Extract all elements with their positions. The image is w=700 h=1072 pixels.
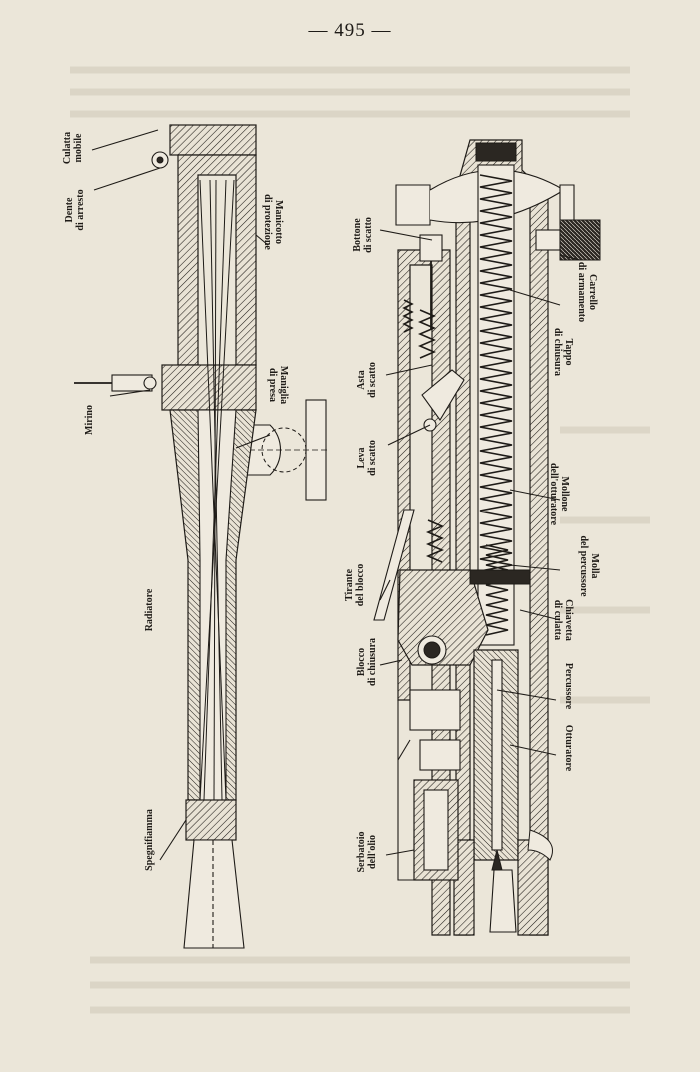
svg-text:di scatto: di scatto: [363, 217, 374, 253]
label-chiavetta-di-culatta: Chiavetta di culatta: [552, 599, 574, 641]
muzzle-collar: [185, 799, 237, 841]
svg-text:del blocco: del blocco: [355, 564, 366, 607]
leva-di-scatto: [421, 369, 465, 421]
page-number: — 495 —: [308, 20, 392, 41]
label-tappo-di-chiusura: Tappo di chiusura: [552, 328, 574, 376]
svg-text:di presa: di presa: [267, 368, 278, 402]
manicotto-di-protezione: [177, 154, 257, 366]
svg-text:Chiavetta: Chiavetta: [563, 599, 574, 641]
label-carrello-di-armamento: Carrello di armamento: [576, 262, 598, 322]
rear-grip-right: [559, 184, 575, 226]
svg-text:Spegnifiamma: Spegnifiamma: [144, 809, 155, 871]
barrel-assembly: [74, 124, 330, 949]
svg-text:di chiusura: di chiusura: [552, 328, 563, 376]
label-radiatore: Radiatore: [144, 588, 155, 631]
svg-text:Asta: Asta: [356, 370, 367, 389]
svg-text:Maniglia: Maniglia: [278, 366, 289, 404]
label-bottone-di-scatto: Bottone di scatto: [352, 217, 374, 253]
mollone-dell-otturatore: [479, 174, 513, 584]
svg-text:di chiusura: di chiusura: [367, 638, 378, 686]
svg-text:mobile: mobile: [73, 133, 84, 162]
svg-text:Leva: Leva: [356, 447, 367, 468]
label-maniglia-di-presa: Maniglia di presa: [267, 366, 289, 404]
label-spegnifiamma: Spegnifiamma: [144, 809, 155, 871]
svg-text:di culatta: di culatta: [552, 600, 563, 640]
label-percussore: Percussore: [563, 663, 574, 710]
svg-text:dell'otturatore: dell'otturatore: [548, 463, 559, 526]
svg-text:di scatto: di scatto: [367, 362, 378, 398]
svg-text:di armamento: di armamento: [576, 262, 587, 322]
label-manicotto-di-protezione: Manicotto di protezione: [262, 194, 284, 250]
cartridge-chamber: [489, 869, 517, 933]
svg-text:Radiatore: Radiatore: [144, 588, 155, 631]
tappo-di-chiusura: [475, 142, 517, 162]
svg-text:Manicotto: Manicotto: [273, 200, 284, 244]
oil-chamber: [409, 689, 461, 731]
svg-text:Mollone: Mollone: [559, 477, 570, 513]
svg-text:Blocco: Blocco: [356, 648, 367, 676]
label-leva-di-scatto: Leva di scatto: [356, 440, 378, 476]
svg-text:Otturatore: Otturatore: [563, 725, 574, 772]
label-blocco-di-chiusura: Blocco di chiusura: [356, 638, 378, 686]
asta-di-scatto: [417, 309, 437, 359]
bottone-di-scatto: [419, 234, 443, 262]
svg-text:Culatta: Culatta: [62, 132, 73, 164]
svg-text:Tirante: Tirante: [344, 568, 355, 601]
label-serbatoio-dell-olio: Serbatoio dell'olio: [356, 831, 378, 872]
label-molla-del-percussore: Molla del percussore: [578, 535, 600, 597]
label-mirino: Mirino: [84, 405, 95, 435]
chiavetta-di-culatta: [469, 569, 531, 585]
culatta-mobile: [169, 124, 257, 156]
svg-text:Mirino: Mirino: [84, 405, 95, 435]
svg-text:Molla: Molla: [589, 554, 600, 579]
svg-text:Carrello: Carrello: [587, 274, 598, 310]
svg-text:Percussore: Percussore: [563, 663, 574, 710]
leader-lines: [91, 129, 581, 861]
rear-grip-left: [395, 184, 431, 226]
label-culatta-mobile: Culatta mobile: [62, 132, 84, 164]
label-asta-di-scatto: Asta di scatto: [356, 362, 378, 398]
svg-text:Serbatoio: Serbatoio: [356, 831, 367, 872]
svg-text:dell'olio: dell'olio: [367, 835, 378, 869]
svg-text:Tappo: Tappo: [563, 339, 574, 366]
svg-text:Bottone: Bottone: [352, 218, 363, 252]
svg-text:Dente: Dente: [64, 197, 75, 223]
label-tirante-del-blocco: Tirante del blocco: [344, 564, 366, 607]
bleed-through-text: [70, 66, 650, 1014]
label-otturatore: Otturatore: [563, 725, 574, 772]
svg-text:del percussore: del percussore: [578, 535, 589, 597]
label-mollone-dell-otturatore: Mollone dell'otturatore: [548, 463, 570, 526]
receiver-assembly: [373, 139, 601, 936]
spegnifiamma: [183, 839, 245, 949]
trigger-spring: [402, 299, 414, 333]
carrello-di-armamento: [559, 219, 601, 261]
label-dente-arresto: Dente di arresto: [64, 189, 86, 230]
molla-del-percussore: [485, 544, 509, 636]
svg-text:di arresto: di arresto: [75, 189, 86, 230]
svg-text:di scatto: di scatto: [367, 440, 378, 476]
svg-text:di protezione: di protezione: [262, 194, 273, 250]
